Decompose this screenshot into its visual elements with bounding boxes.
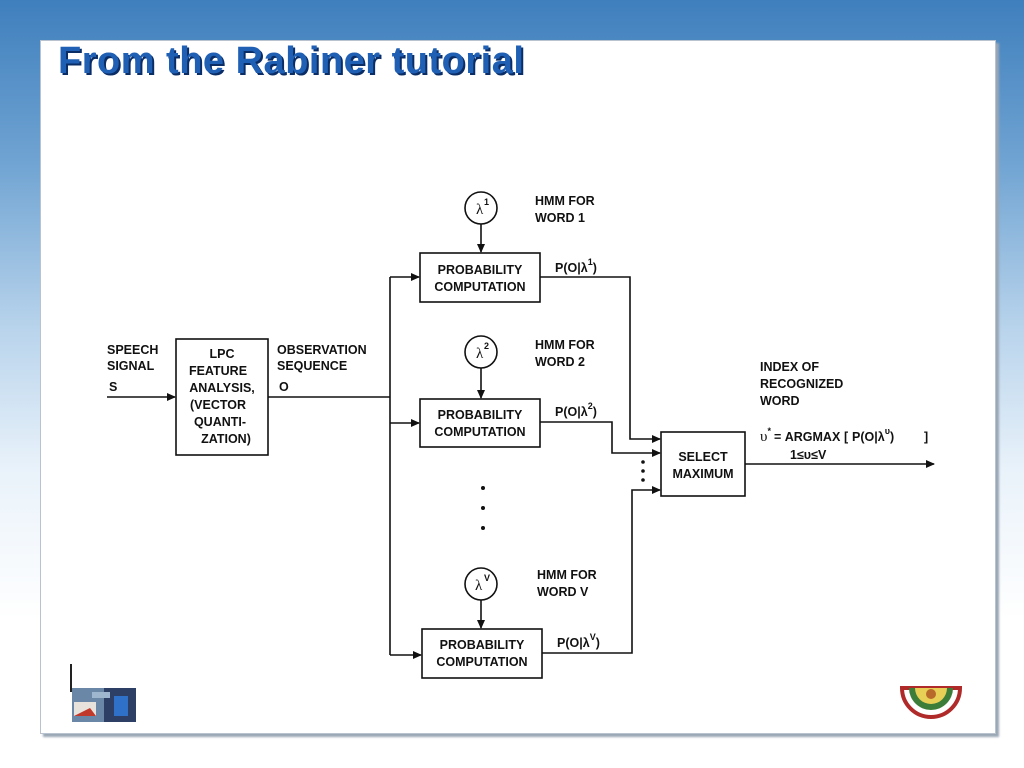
university-emblem (899, 686, 963, 719)
svg-text:SPEECH: SPEECH (107, 343, 158, 357)
likelihood-label-1: P(O|λ1) (555, 257, 597, 275)
hmm-model-v: λ V HMM FOR WORD V PROBABILITY COMPUTATI… (421, 567, 600, 679)
probability-computation-box-1 (419, 252, 541, 303)
svg-text:FEATURE: FEATURE (189, 364, 247, 378)
svg-text:HMM FOR: HMM FOR (535, 194, 595, 208)
observation-sequence-label: OBSERVATION SEQUENCE O (277, 343, 367, 394)
lpc-feature-analysis-box: LPC FEATURE ANALYSIS, (VECTOR QUANTI- ZA… (175, 338, 269, 456)
connector-ellipsis (641, 460, 645, 482)
speech-signal-label: SPEECH SIGNAL S (107, 343, 158, 394)
svg-text:P(O|λυ): P(O|λυ) (852, 426, 894, 444)
argmax-formula: υ*= ARGMAX [ P(O|λυ) ] 1≤υ≤V (760, 426, 928, 462)
formula-bracket-left: [ (844, 430, 849, 444)
svg-text:PROBABILITY: PROBABILITY (440, 638, 525, 652)
hmm-model-1: λ 1 HMM FOR WORD 1 PROBABILITY COMPUTATI… (419, 191, 597, 303)
svg-text:WORD V: WORD V (537, 585, 589, 599)
svg-text:COMPUTATION: COMPUTATION (436, 655, 527, 669)
svg-text:PROBABILITY: PROBABILITY (438, 263, 523, 277)
svg-text:COMPUTATION: COMPUTATION (434, 425, 525, 439)
svg-text:V: V (484, 573, 490, 583)
probability-computation-box-2 (419, 398, 541, 448)
svg-text:LPC: LPC (210, 347, 235, 361)
svg-text:O: O (279, 380, 289, 394)
slide-title: From the Rabiner tutorial (58, 40, 525, 82)
formula-bracket-right: ] (924, 430, 928, 444)
svg-text:SEQUENCE: SEQUENCE (277, 359, 347, 373)
svg-text:S: S (109, 380, 117, 394)
probability-computation-box-v (421, 628, 543, 679)
svg-text:WORD 1: WORD 1 (535, 211, 585, 225)
svg-text:SIGNAL: SIGNAL (107, 359, 155, 373)
svg-text:λ: λ (476, 346, 484, 362)
svg-text:QUANTI-: QUANTI- (194, 415, 246, 429)
svg-text:RECOGNIZED: RECOGNIZED (760, 377, 843, 391)
svg-text:(VECTOR: (VECTOR (190, 398, 246, 412)
svg-text:ZATION): ZATION) (201, 432, 251, 446)
svg-text:COMPUTATION: COMPUTATION (434, 280, 525, 294)
select-maximum-box: SELECT MAXIMUM (660, 431, 746, 497)
svg-text:ANALYSIS,: ANALYSIS, (189, 381, 255, 395)
hmm-model-2: λ 2 HMM FOR WORD 2 PROBABILITY COMPUTATI… (419, 335, 597, 448)
collage-logo-left (70, 664, 136, 722)
svg-text:WORD: WORD (760, 394, 800, 408)
svg-text:λ: λ (475, 578, 483, 594)
connector-v (542, 486, 661, 654)
connector-1 (540, 276, 661, 443)
svg-text:INDEX OF: INDEX OF (760, 360, 819, 374)
svg-text:υ*= ARGMAX: υ*= ARGMAX (760, 426, 841, 445)
svg-text:2: 2 (484, 341, 489, 351)
svg-text:λ: λ (476, 202, 484, 218)
svg-text:HMM FOR: HMM FOR (537, 568, 597, 582)
svg-text:SELECT: SELECT (678, 450, 728, 464)
likelihood-label-v: P(O|λV) (557, 632, 600, 650)
recognized-word-label: INDEX OF RECOGNIZED WORD (760, 360, 843, 408)
svg-text:1: 1 (484, 197, 489, 207)
connector-2 (540, 421, 661, 457)
svg-text:PROBABILITY: PROBABILITY (438, 408, 523, 422)
svg-text:OBSERVATION: OBSERVATION (277, 343, 367, 357)
svg-text:MAXIMUM: MAXIMUM (672, 467, 733, 481)
svg-text:WORD 2: WORD 2 (535, 355, 585, 369)
likelihood-label-2: P(O|λ2) (555, 401, 597, 419)
models-ellipsis (481, 486, 485, 530)
svg-text:HMM FOR: HMM FOR (535, 338, 595, 352)
svg-text:1≤υ≤V: 1≤υ≤V (790, 448, 827, 462)
